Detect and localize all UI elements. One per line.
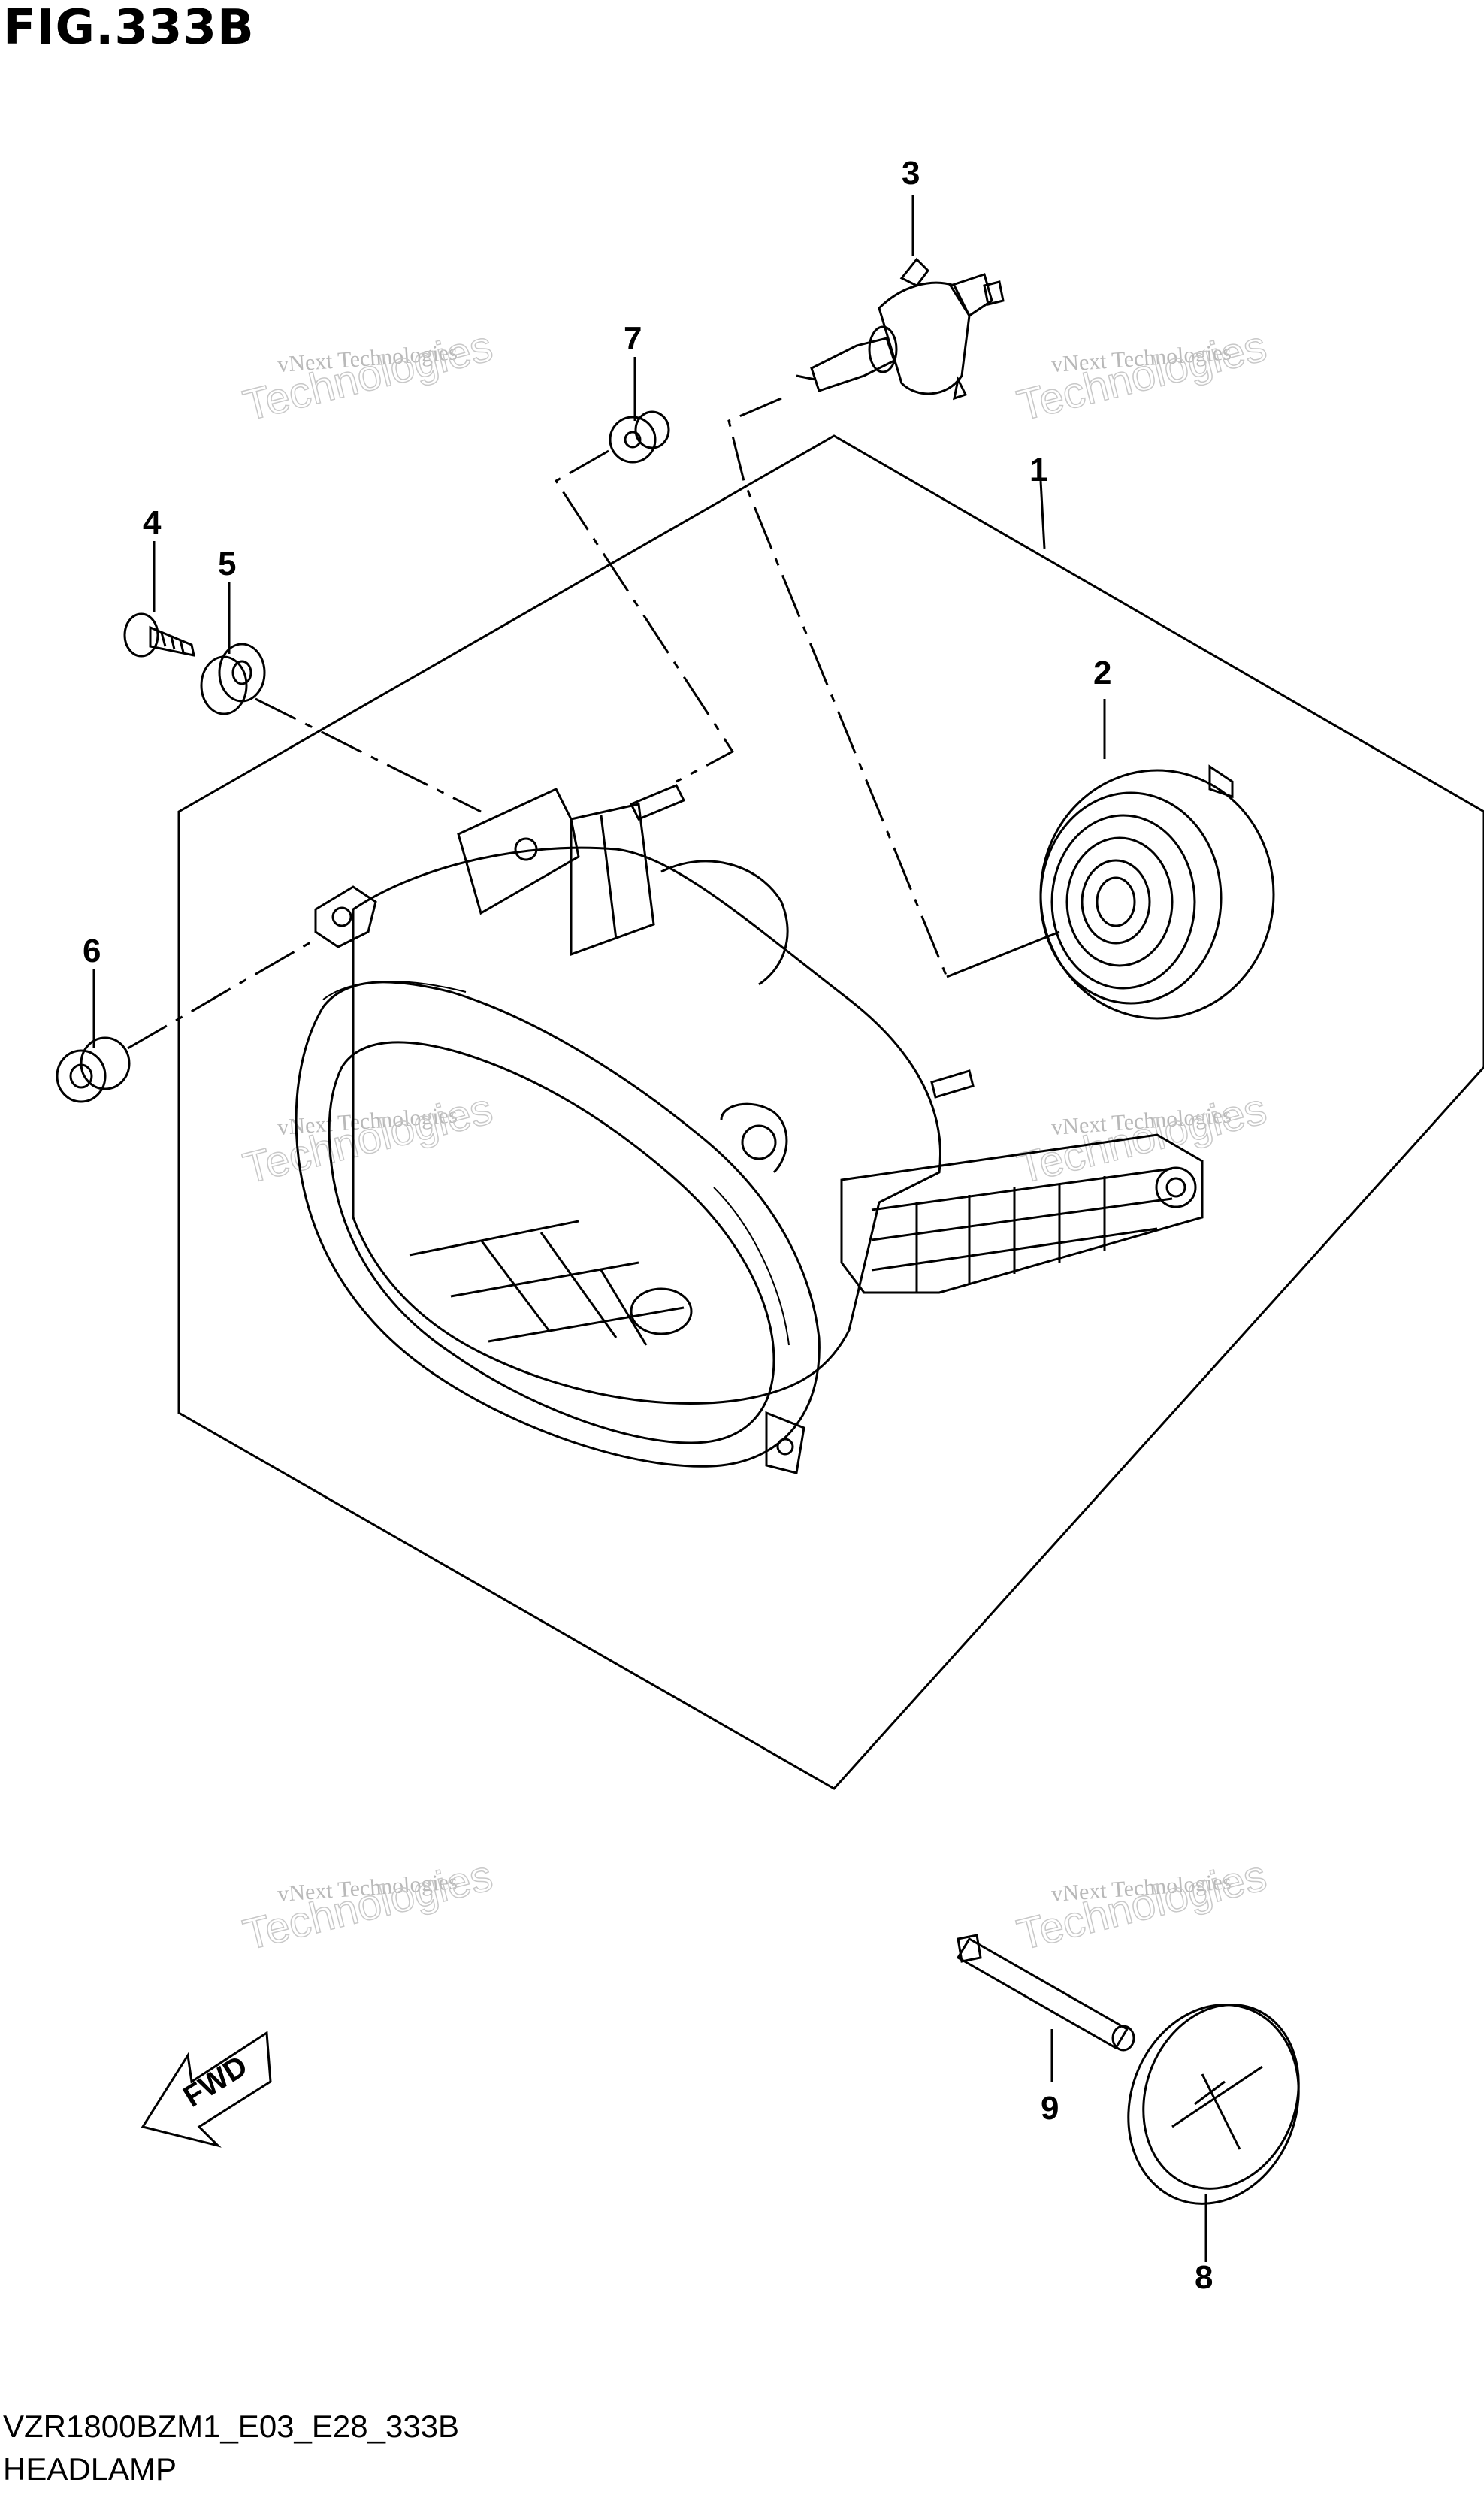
- watermark-5: vNext Technologies Technologies: [238, 1850, 498, 1960]
- svg-text:Technologies: Technologies: [1012, 322, 1271, 431]
- grommet-5: [200, 643, 266, 715]
- watermark-6: vNext Technologies Technologies: [1012, 1850, 1272, 1960]
- figure-title: FIG.333B: [3, 0, 255, 56]
- headlamp-housing: [295, 784, 975, 1474]
- figure-name: HEADLAMP: [3, 2451, 177, 2487]
- assembly-outline: [177, 434, 1484, 1790]
- callout-2: 2: [1093, 655, 1111, 691]
- svg-text:Technologies: Technologies: [1012, 1084, 1271, 1193]
- callout-5: 5: [218, 546, 236, 582]
- adjuster-rod: [956, 1934, 1135, 2052]
- side-mount-bracket: [840, 1133, 1204, 1294]
- lens-cover: [1127, 2004, 1300, 2205]
- callout-7: 7: [624, 320, 642, 357]
- grommet-6: [56, 1036, 131, 1103]
- callout-1: 1: [1029, 452, 1047, 488]
- callout-6: 6: [83, 933, 101, 969]
- leader-lines: [92, 195, 1207, 2262]
- callout-9: 9: [1041, 2090, 1059, 2127]
- svg-text:Technologies: Technologies: [238, 322, 497, 431]
- svg-text:Technologies: Technologies: [238, 1084, 497, 1193]
- clip-nut: [609, 410, 670, 464]
- forward-direction-arrow: FWD: [141, 2031, 272, 2148]
- svg-text:Technologies: Technologies: [1012, 1851, 1271, 1960]
- watermark-1: vNext Technologies Technologies: [238, 321, 498, 431]
- headlamp-bulb: [796, 257, 1005, 401]
- watermark-2: vNext Technologies Technologies: [1012, 321, 1272, 431]
- callout-3: 3: [902, 155, 920, 192]
- figure-code: VZR1800BZM1_E03_E28_333B: [3, 2409, 460, 2444]
- mounting-screw: [123, 612, 195, 658]
- callout-4: 4: [143, 504, 162, 541]
- socket-cover: [1039, 764, 1275, 1020]
- watermark-3: vNext Technologies Technologies: [238, 1084, 498, 1193]
- watermark-4: vNext Technologies Technologies: [1012, 1084, 1272, 1193]
- callout-8: 8: [1195, 2259, 1213, 2296]
- svg-text:Technologies: Technologies: [238, 1851, 497, 1960]
